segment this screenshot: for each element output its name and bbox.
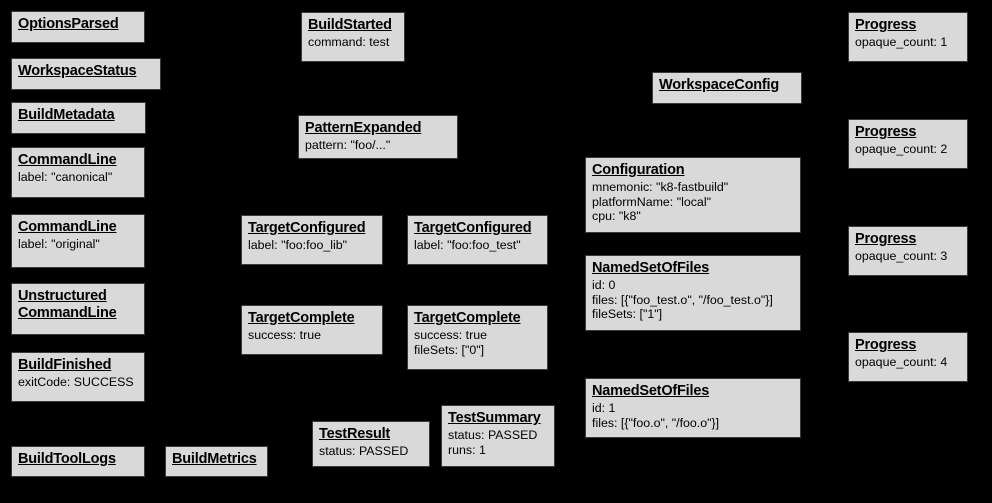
event-node-attributes: pattern: "foo/..." xyxy=(305,138,451,153)
event-node-command-line-canonical[interactable]: CommandLine label: "canonical" xyxy=(11,147,145,198)
event-node-attribute-line: label: "foo:foo_lib" xyxy=(248,238,348,253)
event-node-test-result[interactable]: TestResult status: PASSED xyxy=(312,421,430,467)
event-node-build-tool-logs[interactable]: BuildToolLogs xyxy=(11,446,145,477)
event-node-title: TargetComplete xyxy=(414,310,521,326)
event-node-title: PatternExpanded xyxy=(305,120,422,136)
event-node-title: Configuration xyxy=(592,162,685,178)
event-node-attribute-line: fileSets: ["1"] xyxy=(592,307,663,322)
event-node-command-line-original[interactable]: CommandLine label: "original" xyxy=(11,214,145,268)
event-node-build-metrics[interactable]: BuildMetrics xyxy=(165,446,268,477)
event-node-workspace-status[interactable]: WorkspaceStatus xyxy=(11,58,161,90)
event-node-progress-3[interactable]: Progress opaque_count: 3 xyxy=(848,226,968,276)
event-node-attribute-line: command: test xyxy=(308,35,390,50)
event-node-progress-4[interactable]: Progress opaque_count: 4 xyxy=(848,332,968,382)
event-node-title: TestResult xyxy=(319,426,391,442)
event-node-attribute-line: files: [{"foo.o", "/foo.o"}] xyxy=(592,415,720,430)
event-node-attribute-line: status: PASSED xyxy=(448,428,538,443)
event-node-target-complete-lib[interactable]: TargetComplete success: true xyxy=(241,305,383,355)
event-node-attributes: opaque_count: 2 xyxy=(855,142,961,157)
event-node-title: BuildStarted xyxy=(308,17,392,33)
event-node-attribute-line: label: "canonical" xyxy=(18,170,113,185)
event-node-target-configured-foo-lib[interactable]: TargetConfigured label: "foo:foo_lib" xyxy=(241,215,383,265)
event-node-title: Unstructured CommandLine xyxy=(18,288,117,322)
event-node-attribute-line: runs: 1 xyxy=(448,442,486,457)
event-node-attribute-line: label: "foo:foo_test" xyxy=(414,238,521,253)
event-node-title: TestSummary xyxy=(448,410,541,426)
event-node-attribute-line: opaque_count: 2 xyxy=(855,142,948,157)
event-node-build-started[interactable]: BuildStarted command: test xyxy=(301,12,405,62)
event-node-attributes: opaque_count: 4 xyxy=(855,355,961,370)
event-node-attribute-line: success: true xyxy=(248,328,321,343)
event-node-attribute-line: mnemonic: "k8-fastbuild" xyxy=(592,180,729,195)
event-node-attributes: status: PASSED xyxy=(319,444,423,459)
event-node-attributes: opaque_count: 1 xyxy=(855,35,961,50)
event-node-options-parsed[interactable]: OptionsParsed xyxy=(11,11,145,43)
event-node-attributes: exitCode: SUCCESS xyxy=(18,375,138,390)
event-node-attribute-line: status: PASSED xyxy=(319,444,409,459)
event-node-title: TargetComplete xyxy=(248,310,355,326)
event-node-workspace-config[interactable]: WorkspaceConfig xyxy=(652,72,802,104)
event-node-attribute-line: opaque_count: 4 xyxy=(855,355,948,370)
event-node-attributes: label: "canonical" xyxy=(18,170,138,185)
event-node-attributes: label: "foo:foo_lib" xyxy=(248,238,376,253)
event-node-attribute-line: exitCode: SUCCESS xyxy=(18,375,134,390)
event-node-progress-1[interactable]: Progress opaque_count: 1 xyxy=(848,12,968,62)
event-node-title: WorkspaceConfig xyxy=(659,77,780,93)
event-node-title: NamedSetOfFiles xyxy=(592,260,710,276)
event-node-title: Progress xyxy=(855,124,917,140)
event-node-attribute-line: pattern: "foo/..." xyxy=(305,138,391,153)
event-node-unstructured-command-line[interactable]: Unstructured CommandLine xyxy=(11,283,145,335)
event-node-target-configured-foo-test[interactable]: TargetConfigured label: "foo:foo_test" xyxy=(407,215,548,265)
event-node-title: BuildMetadata xyxy=(18,107,115,123)
event-node-title: BuildToolLogs xyxy=(18,451,116,467)
event-node-title: Progress xyxy=(855,17,917,33)
event-node-attribute-line: cpu: "k8" xyxy=(592,209,641,224)
event-node-title: CommandLine xyxy=(18,152,117,168)
event-node-attribute-line: fileSets: ["0"] xyxy=(414,342,485,357)
event-node-attributes: mnemonic: "k8-fastbuild"platformName: "l… xyxy=(592,180,794,224)
event-node-title: WorkspaceStatus xyxy=(18,63,137,79)
event-node-title: OptionsParsed xyxy=(18,16,119,32)
event-node-attributes: opaque_count: 3 xyxy=(855,249,961,264)
event-node-attribute-line: success: true xyxy=(414,328,487,343)
event-node-attributes: success: true xyxy=(248,328,376,343)
event-node-title: NamedSetOfFiles xyxy=(592,383,710,399)
event-node-build-metadata[interactable]: BuildMetadata xyxy=(11,102,146,134)
event-node-attribute-line: id: 1 xyxy=(592,401,616,416)
event-node-attributes: command: test xyxy=(308,35,398,50)
event-node-attribute-line: opaque_count: 3 xyxy=(855,249,948,264)
event-node-build-finished[interactable]: BuildFinished exitCode: SUCCESS xyxy=(11,352,145,402)
event-node-attributes: label: "foo:foo_test" xyxy=(414,238,541,253)
event-node-attribute-line: files: [{"foo_test.o", "/foo_test.o"}] xyxy=(592,292,773,307)
event-node-attribute-line: platformName: "local" xyxy=(592,194,711,209)
event-node-pattern-expanded[interactable]: PatternExpanded pattern: "foo/..." xyxy=(298,115,458,159)
event-node-title: Progress xyxy=(855,231,917,247)
event-node-attribute-line: opaque_count: 1 xyxy=(855,35,948,50)
event-node-attribute-line: id: 0 xyxy=(592,278,616,293)
event-node-title: TargetConfigured xyxy=(248,220,366,236)
event-node-title: Progress xyxy=(855,337,917,353)
event-node-progress-2[interactable]: Progress opaque_count: 2 xyxy=(848,119,968,169)
event-node-attribute-line: label: "original" xyxy=(18,237,100,252)
event-node-configuration[interactable]: Configuration mnemonic: "k8-fastbuild"pla… xyxy=(585,157,801,233)
event-node-title: BuildFinished xyxy=(18,357,112,373)
event-node-title: CommandLine xyxy=(18,219,117,235)
event-node-title: BuildMetrics xyxy=(172,451,257,467)
event-node-attributes: label: "original" xyxy=(18,237,138,252)
event-node-title: TargetConfigured xyxy=(414,220,532,236)
